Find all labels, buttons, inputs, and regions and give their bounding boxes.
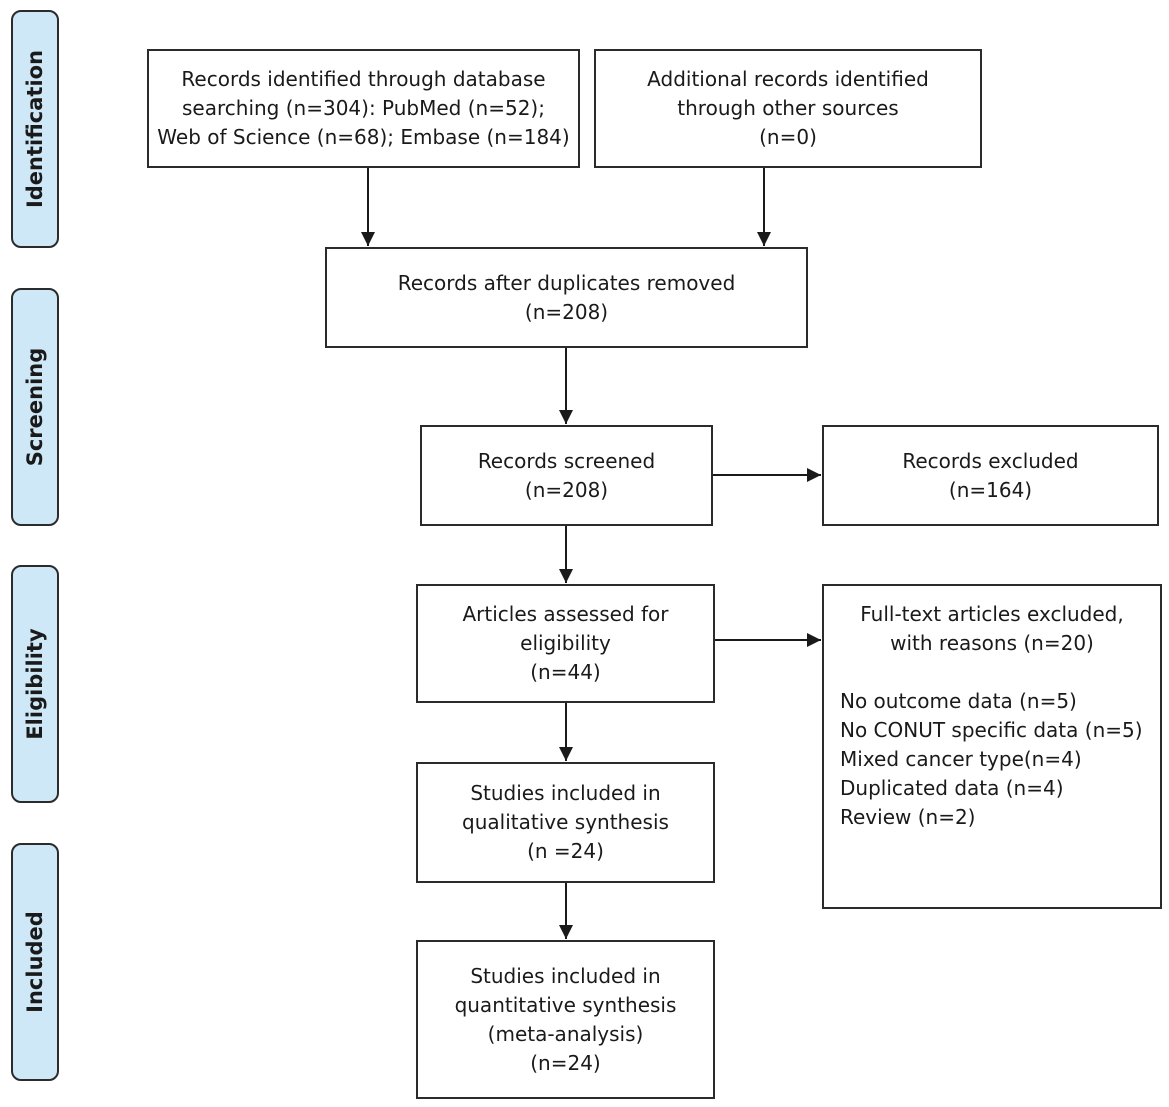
box-line: quantitative synthesis <box>454 992 677 1017</box>
box-line: (meta-analysis) <box>487 1021 644 1046</box>
box-eligibility: Articles assessed for eligibility (n=44) <box>416 584 715 703</box>
box-line: Records screened <box>477 448 656 473</box>
exclusion-reason: Review (n=2) <box>840 805 976 829</box>
box-line: (n=24) <box>530 1050 601 1075</box>
box-database-search: Records identified through database sear… <box>147 49 580 168</box>
exclusion-reason: No outcome data (n=5) <box>840 689 1077 713</box>
box-line: Studies included in <box>470 781 661 805</box>
box-line: Web of Science (n=68); Embase (n=184) <box>157 125 570 149</box>
box-line: Records excluded <box>902 448 1079 473</box>
box-quantitative-synthesis: Studies included in quantitative synthes… <box>416 940 715 1099</box>
box-line: (n =24) <box>527 839 604 863</box>
box-line: Records identified through database <box>181 67 546 91</box>
box-line: (n=208) <box>524 477 609 502</box>
stage-eligibility: Eligibility <box>11 565 59 803</box>
box-line: Additional records identified <box>647 67 929 91</box>
box-line: searching (n=304): PubMed (n=52); <box>182 96 545 120</box>
stage-eligibility-label: Eligibility <box>23 628 47 740</box>
box-line: Records after duplicates removed <box>397 270 736 295</box>
box-qualitative-synthesis: Studies included in qualitative synthesi… <box>416 762 715 883</box>
box-line: qualitative synthesis <box>462 810 669 834</box>
exclusion-reason: Duplicated data (n=4) <box>840 776 1064 800</box>
stage-included: Included <box>11 843 59 1081</box>
stage-identification: Identification <box>11 10 59 248</box>
stage-identification-label: Identification <box>23 49 47 209</box>
box-duplicates-removed: Records after duplicates removed (n=208) <box>325 247 808 348</box>
exclusion-reasons-list: No outcome data (n=5) No CONUT specific … <box>834 687 1143 832</box>
box-line: eligibility <box>520 631 611 655</box>
box-line: (n=208) <box>524 299 609 324</box>
box-line: Full-text articles excluded, <box>860 602 1124 626</box>
box-records-excluded: Records excluded (n=164) <box>822 425 1159 526</box>
box-line: Articles assessed for <box>462 602 669 626</box>
exclusion-reason: Mixed cancer type(n=4) <box>840 747 1082 771</box>
stage-included-label: Included <box>23 911 47 1013</box>
box-line: (n=0) <box>759 125 817 149</box>
box-other-sources: Additional records identified through ot… <box>594 49 982 168</box>
exclusion-reason: No CONUT specific data (n=5) <box>840 718 1143 742</box>
box-line: with reasons (n=20) <box>890 631 1094 655</box>
box-line: Studies included in <box>470 963 661 988</box>
box-records-screened: Records screened (n=208) <box>420 425 713 526</box>
box-fulltext-excluded: Full-text articles excluded, with reason… <box>822 584 1162 909</box>
box-line: (n=164) <box>948 477 1033 502</box>
stage-screening-label: Screening <box>23 347 47 467</box>
box-line: (n=44) <box>530 660 601 684</box>
box-line: through other sources <box>677 96 899 120</box>
stage-screening: Screening <box>11 288 59 526</box>
